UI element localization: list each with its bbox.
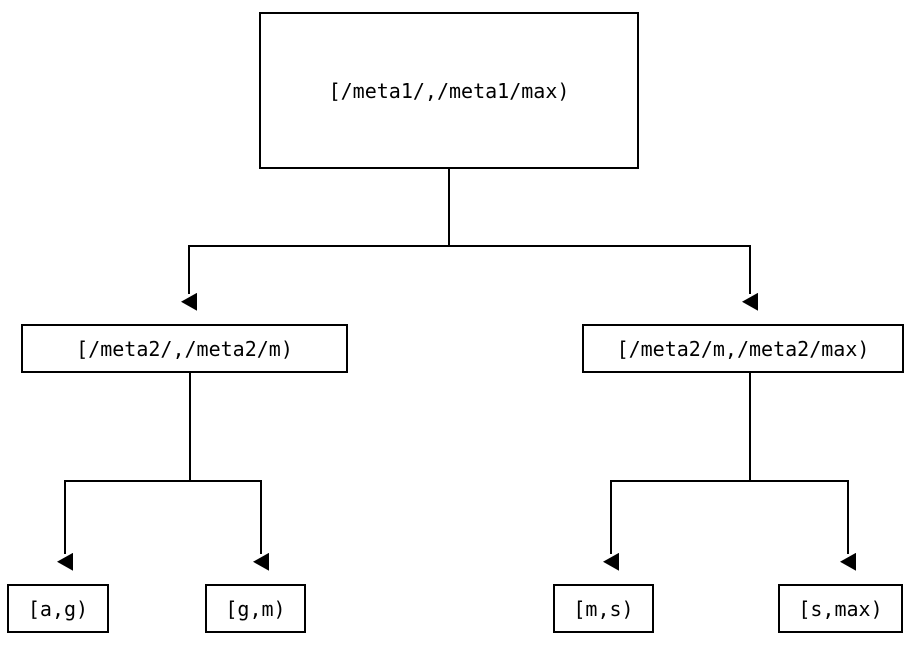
tree-node-level1-left-label: [/meta2/,/meta2/m) bbox=[76, 336, 293, 361]
tree-node-leaf-s-max-label: [s,max) bbox=[798, 596, 883, 621]
tree-node-root-label: [/meta1/,/meta1/max) bbox=[328, 78, 570, 103]
edge-level1-left-to-leaf-a-g bbox=[57, 373, 191, 571]
edge-level1-right-to-leaf-s-max bbox=[749, 373, 856, 571]
edge-level1-left-to-leaf-g-m bbox=[189, 373, 269, 571]
tree-node-leaf-m-s-label: [m,s) bbox=[573, 596, 634, 621]
tree-node-leaf-s-max[interactable]: [s,max) bbox=[778, 584, 903, 633]
tree-node-leaf-g-m[interactable]: [g,m) bbox=[205, 584, 306, 633]
tree-node-leaf-a-g[interactable]: [a,g) bbox=[7, 584, 109, 633]
tree-node-level1-right[interactable]: [/meta2/m,/meta2/max) bbox=[582, 324, 904, 373]
tree-node-level1-left[interactable]: [/meta2/,/meta2/m) bbox=[21, 324, 348, 373]
tree-node-level1-right-label: [/meta2/m,/meta2/max) bbox=[616, 336, 870, 361]
edge-level1-right-to-leaf-m-s bbox=[603, 373, 751, 571]
tree-node-leaf-a-g-label: [a,g) bbox=[27, 596, 89, 621]
edge-root-to-level1-left bbox=[181, 169, 450, 311]
tree-node-root[interactable]: [/meta1/,/meta1/max) bbox=[259, 12, 639, 169]
tree-node-leaf-g-m-label: [g,m) bbox=[225, 596, 286, 621]
tree-node-leaf-m-s[interactable]: [m,s) bbox=[553, 584, 654, 633]
edge-root-to-level1-right bbox=[448, 169, 758, 311]
